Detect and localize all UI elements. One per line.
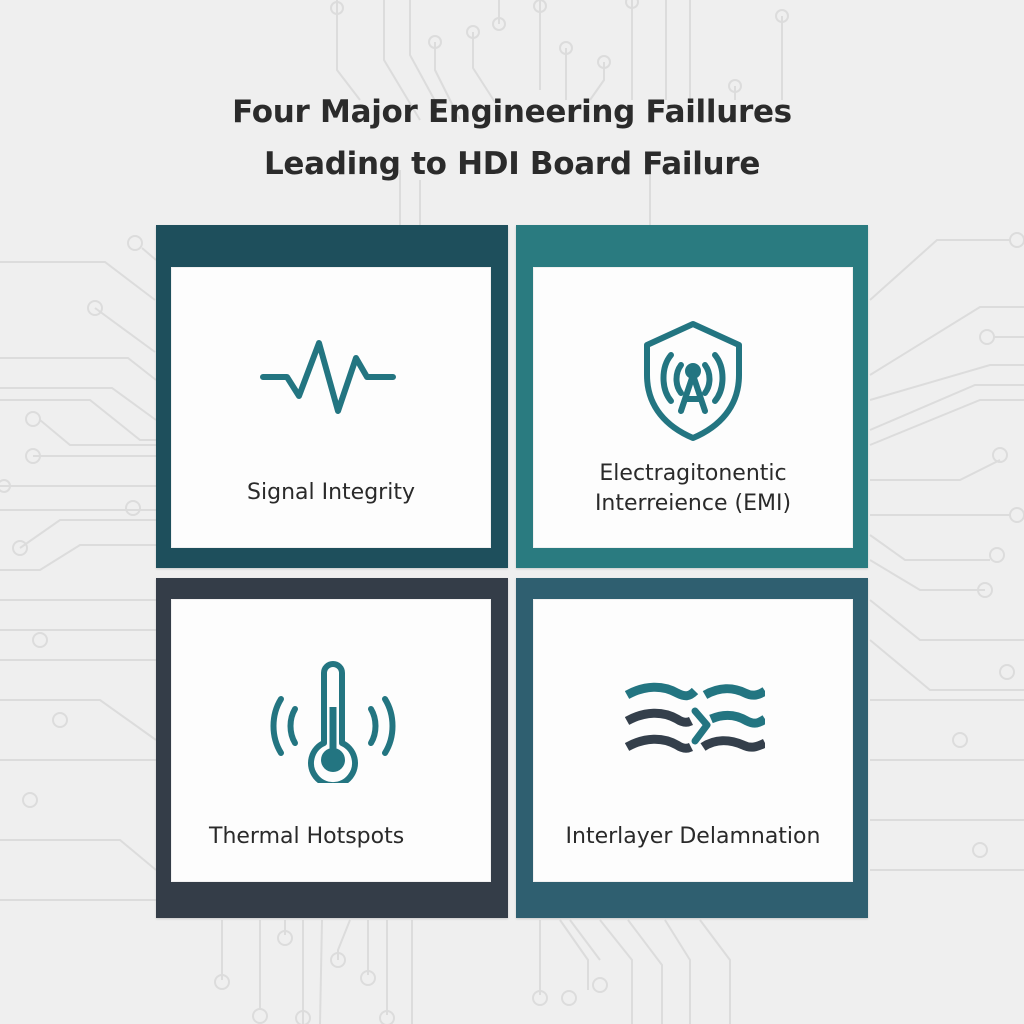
card-label: Electragitonentic Interreience (EMI) <box>594 461 792 516</box>
pulse-waveform-icon <box>260 340 396 414</box>
card-label: Interlayer Delamnation <box>565 824 821 849</box>
diagram-title: Four Major Engineering Faillures Leading… <box>0 86 1024 190</box>
card-signal-integrity: Signal Integrity <box>156 225 508 568</box>
card-interlayer-delamination: Interlayer Delamnation <box>516 578 868 918</box>
title-line-2: Leading to HDI Board Failure <box>263 146 761 182</box>
layered-waves-split-icon <box>625 682 765 753</box>
card-label: Signal Integrity <box>247 480 415 505</box>
card-content: Signal Integrity <box>171 267 491 548</box>
title-line-1: Four Major Engineering Faillures <box>232 94 792 130</box>
card-emi: Electragitonentic Interreience (EMI) <box>516 225 868 568</box>
card-label: Thermal Hotspots <box>209 824 405 849</box>
card-content: Thermal Hotspots <box>171 599 491 882</box>
thermometer-heat-icon <box>270 661 396 783</box>
card-thermal-hotspots: Thermal Hotspots <box>156 578 508 918</box>
shield-antenna-icon <box>644 321 742 441</box>
card-content: Electragitonentic Interreience (EMI) <box>533 267 853 548</box>
card-content: Interlayer Delamnation <box>533 599 853 882</box>
